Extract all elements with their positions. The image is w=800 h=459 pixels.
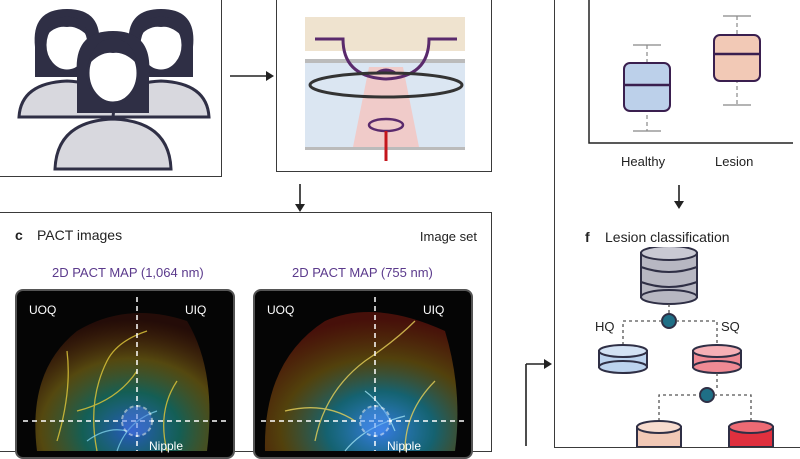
map-left-title: 2D PACT MAP (1,064 nm) [52, 265, 204, 280]
node-sq: SQ [721, 319, 740, 334]
database-icon [598, 247, 774, 447]
map-right-uiq: UIQ [423, 303, 445, 317]
panel-f-title: Lesion classification [605, 229, 730, 245]
lesion-box [713, 15, 761, 106]
arrow-down-2 [674, 185, 684, 209]
imaging-panel [276, 0, 492, 172]
panel-f-letter: f [585, 229, 590, 245]
database-top [640, 247, 698, 305]
map-left-uiq: UIQ [185, 303, 207, 317]
map-right-nipple: Nipple [387, 439, 422, 453]
panel-c-letter: c [15, 227, 23, 243]
pact-panel: c PACT images Image set 2D PACT MAP (1,0… [0, 212, 492, 459]
map-left-uoq: UOQ [29, 303, 57, 317]
map-right-uoq: UOQ [267, 303, 295, 317]
arrow-down-1 [295, 184, 305, 212]
classification-panel: Healthy Lesion f Lesion classification [554, 0, 800, 448]
healthy-box [623, 44, 671, 132]
people-icon [17, 9, 211, 171]
bottom-disk-left [636, 420, 682, 447]
panel-c-title: PACT images [37, 227, 123, 243]
woman-front [53, 31, 173, 171]
map-left-nipple: Nipple [149, 439, 184, 453]
hq-disk [598, 344, 648, 374]
connector-arrow [525, 359, 552, 446]
sq-disk [692, 344, 742, 374]
boxplot-chart [588, 0, 793, 144]
category-healthy: Healthy [621, 154, 666, 169]
arrow-right-1 [230, 71, 274, 81]
imaging-system-icon [305, 17, 465, 161]
pact-map-1064: UOQ UIQ Nipple [15, 289, 235, 459]
woman-back-right [111, 9, 211, 119]
bottom-disk-right [728, 420, 774, 447]
category-lesion: Lesion [715, 154, 754, 169]
panel-c-tag: Image set [419, 229, 477, 244]
node-hq: HQ [595, 319, 615, 334]
map-right-title: 2D PACT MAP (755 nm) [292, 265, 433, 280]
people-panel [0, 0, 222, 177]
pact-map-755: UOQ UIQ Nipple [253, 289, 473, 459]
